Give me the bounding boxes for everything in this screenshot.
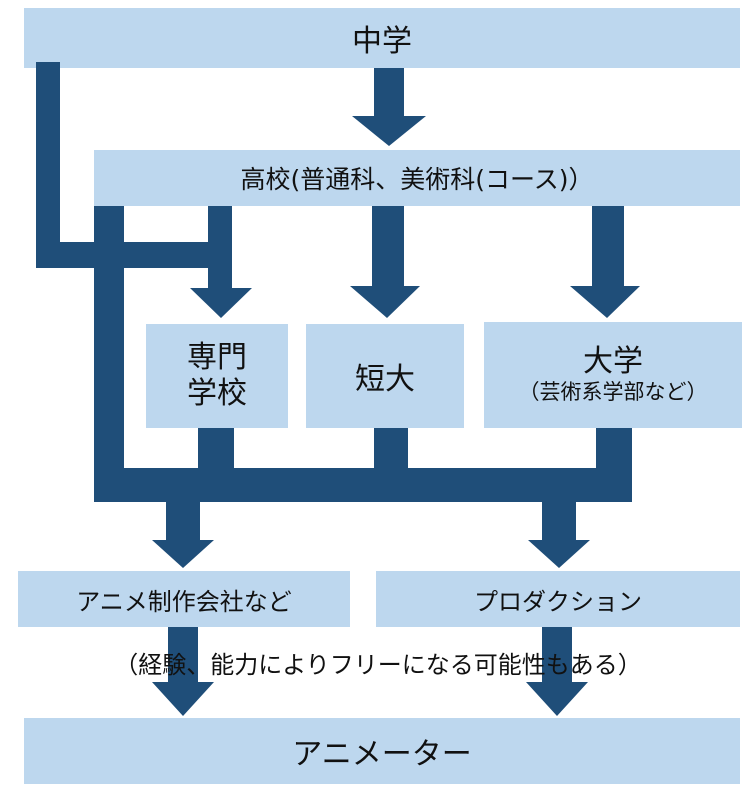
connectors	[36, 62, 632, 683]
connector-hs-to-vocational	[208, 206, 232, 268]
arrow-to-animator-left	[152, 682, 214, 716]
box-anime-company	[18, 571, 350, 627]
connector-main-vertical	[94, 242, 124, 502]
connector-university-stem	[596, 428, 632, 478]
connector-production-to-animator	[542, 627, 572, 683]
connector-left-horizontal	[36, 242, 232, 268]
box-university	[484, 322, 742, 428]
arrow-to-junior-college	[350, 286, 420, 318]
arrow-heads	[152, 116, 640, 716]
arrow-to-production	[528, 540, 590, 568]
arrow-to-university	[570, 286, 640, 318]
connector-bus-to-production	[542, 502, 576, 542]
connector-left-vertical	[36, 62, 60, 246]
box-production	[376, 571, 740, 627]
arrow-to-vocational	[190, 288, 252, 318]
box-junior-high	[24, 8, 740, 68]
connector-hs-to-college	[372, 206, 404, 288]
connector-vocational-stem	[198, 428, 234, 478]
connector-jhs-to-hs	[374, 68, 404, 118]
connector-hs-to-university	[592, 206, 624, 288]
connector-bottom-bus	[94, 468, 632, 502]
connector-bus-to-company	[166, 502, 200, 542]
box-vocational-school	[146, 324, 288, 428]
connector-company-to-animator	[168, 627, 198, 683]
arrow-to-anime-company	[152, 540, 214, 568]
arrow-to-high-school	[352, 116, 426, 146]
box-junior-college	[306, 324, 464, 428]
box-high-school	[94, 150, 740, 206]
arrow-to-animator-right	[526, 682, 588, 716]
box-animator	[24, 718, 740, 784]
connector-college-stem	[374, 428, 408, 478]
